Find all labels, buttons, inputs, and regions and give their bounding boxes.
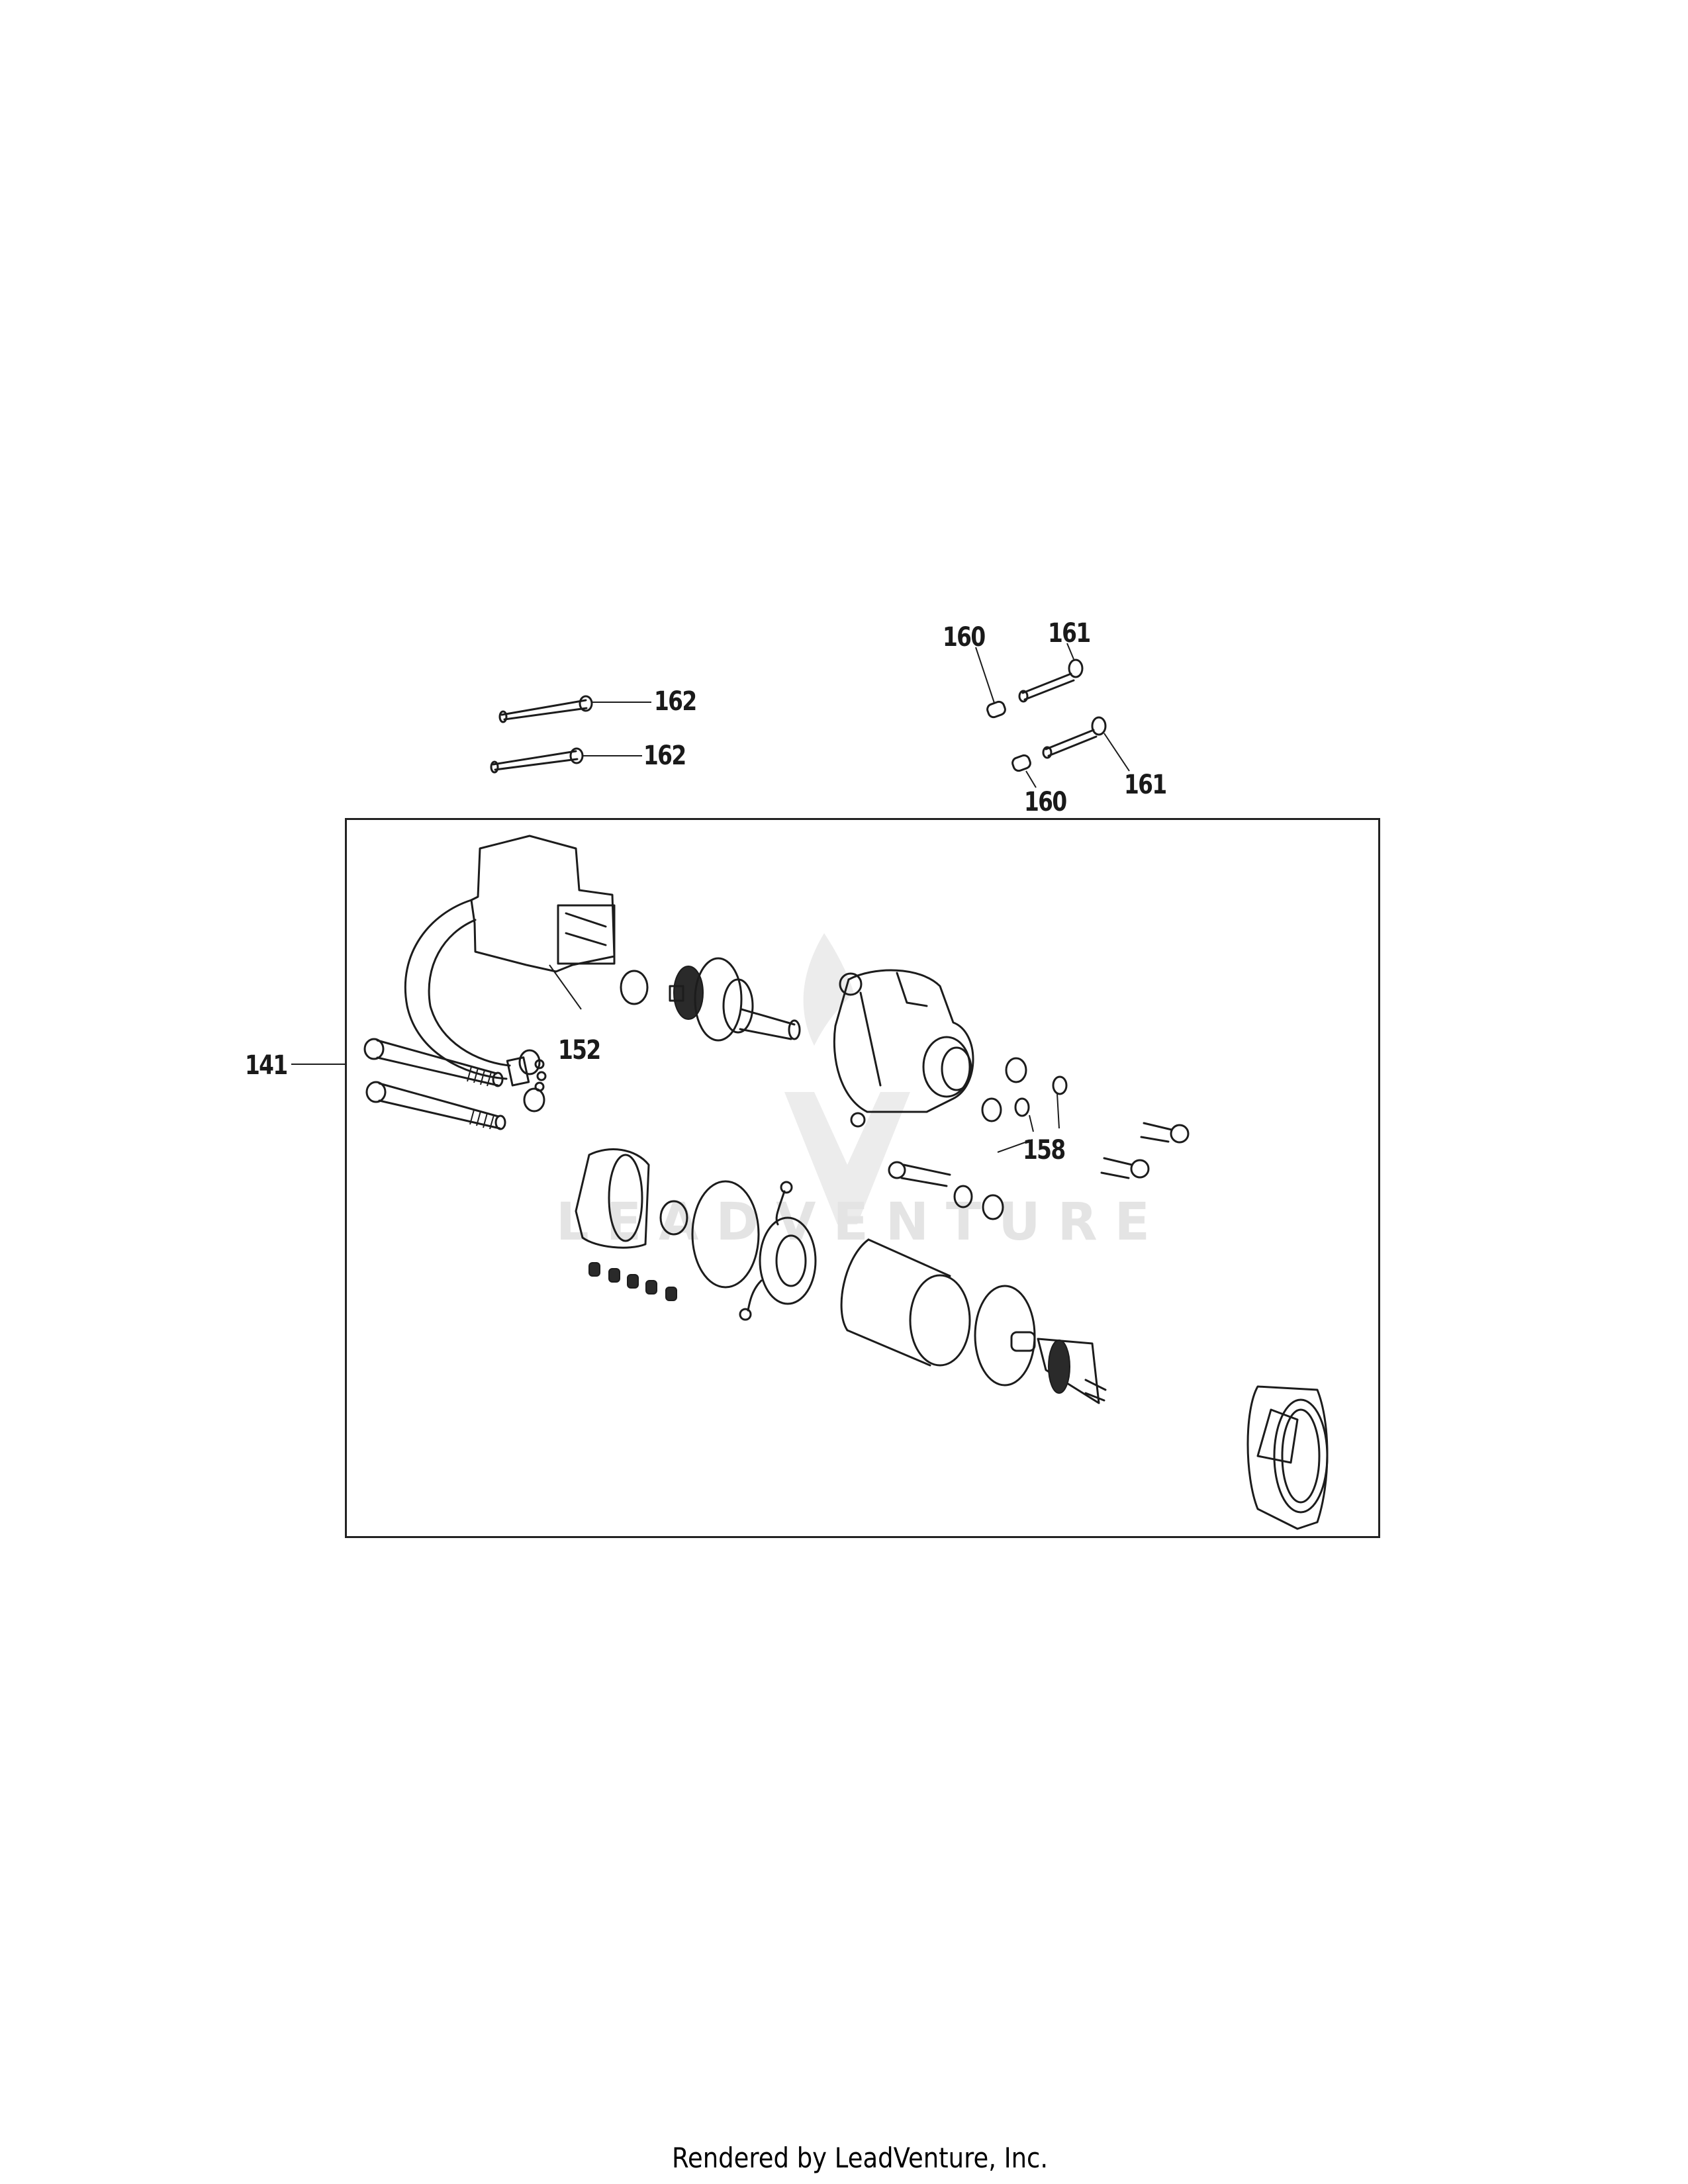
footer-credit: Rendered by LeadVenture, Inc.	[672, 2142, 1049, 2174]
through-bolt-upper-icon	[363, 1038, 504, 1087]
bolt-161-lower-icon	[1042, 716, 1130, 772]
callout-162-lower: 162	[643, 741, 686, 771]
washer-icon	[523, 1087, 545, 1113]
rear-end-cover-icon	[1246, 1385, 1329, 1530]
callout-141: 141	[245, 1050, 288, 1081]
motor-yoke-icon	[840, 1238, 971, 1367]
screw-icon	[1100, 1157, 1150, 1179]
callout-158: 158	[1023, 1135, 1066, 1165]
screw-icon	[1140, 1122, 1190, 1144]
o-ring-icon	[620, 970, 649, 1005]
washer-icon	[981, 1097, 1002, 1122]
washer-158-icon	[1014, 1097, 1030, 1117]
washer-icon	[518, 1049, 541, 1075]
callout-161-lower: 161	[1124, 770, 1167, 800]
bolt-162-upper-icon	[498, 695, 651, 723]
front-housing-icon	[833, 969, 974, 1128]
washer-icon	[1005, 1057, 1027, 1083]
callout-160-upper: 160	[943, 622, 986, 653]
bolt-161-upper-icon	[1018, 643, 1084, 703]
assembly-frame	[345, 818, 1380, 1538]
callout-160-lower: 160	[1024, 787, 1067, 817]
o-ring-large-icon	[691, 1180, 760, 1289]
washer-icon	[953, 1185, 973, 1208]
washer-icon	[982, 1194, 1004, 1220]
armature-icon	[1010, 1331, 1107, 1404]
washer-158-icon	[1052, 1075, 1068, 1095]
dowel-160-upper-icon	[975, 647, 1006, 719]
bolt-162-lower-icon	[490, 747, 642, 774]
dowel-160-lower-icon	[1011, 754, 1037, 788]
callout-162-upper: 162	[654, 686, 697, 717]
drive-pinion-gear-icon	[669, 957, 801, 1042]
screw-icon	[888, 1161, 951, 1187]
small-screws-icon	[588, 1262, 677, 1301]
through-bolt-lower-icon	[365, 1081, 506, 1130]
solenoid-152-icon	[404, 835, 616, 1092]
o-ring-icon	[659, 1200, 688, 1236]
o-ring-large-icon	[974, 1285, 1036, 1387]
brush-plate-icon	[739, 1181, 817, 1321]
callout-161-upper: 161	[1048, 618, 1091, 649]
callout-152: 152	[558, 1035, 601, 1066]
brush-cover-icon	[575, 1148, 650, 1249]
watermark-text: LEADVENTURE	[556, 1193, 1167, 1252]
